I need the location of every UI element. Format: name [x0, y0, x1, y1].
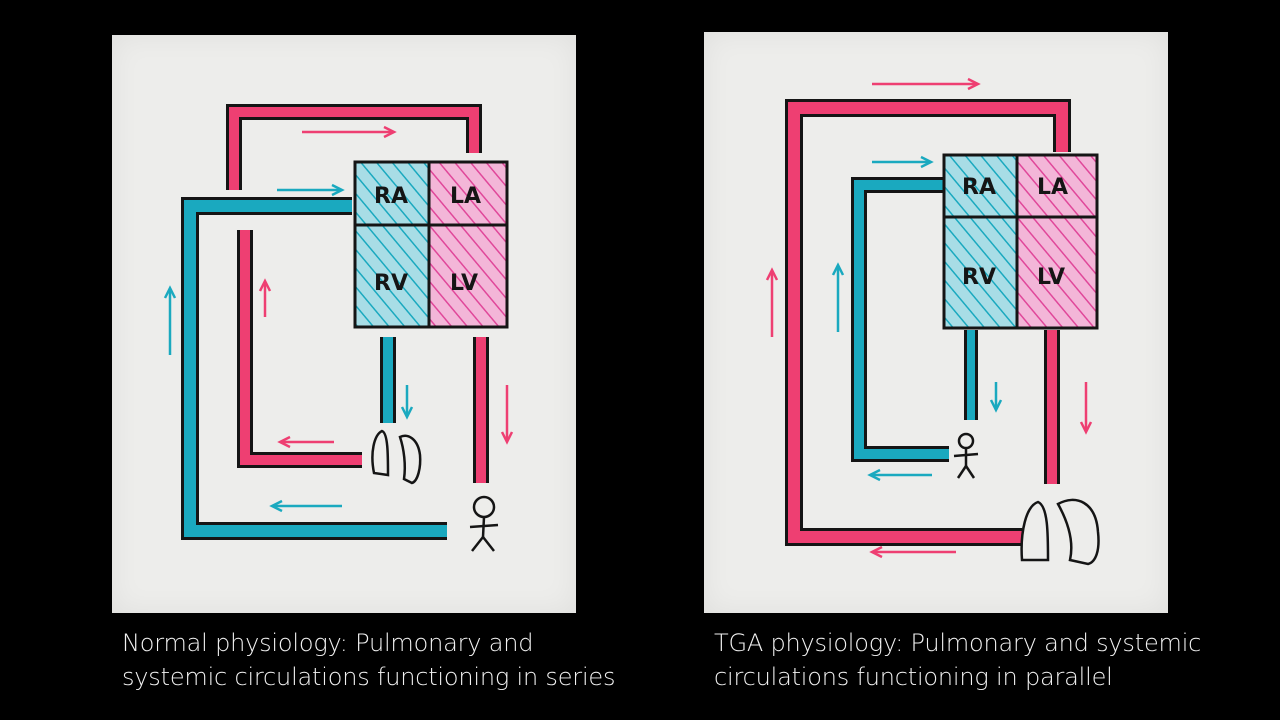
- tga-physiology-sketch: RA LA RV LV: [765, 77, 1100, 566]
- rv-label: RV: [962, 265, 996, 290]
- left-atrium: [429, 162, 507, 225]
- pulmonary-circuit-blue: [181, 197, 447, 540]
- caption-line-1: TGA physiology: Pulmonary and systemic: [714, 629, 1202, 657]
- normal-physiology-caption: Normal physiology: Pulmonary and systemi…: [122, 626, 615, 694]
- tga-physiology-diagram: RA LA RV LV: [704, 32, 1168, 613]
- normal-physiology-sketch: RA LA RV LV: [163, 104, 514, 552]
- lungs-icon: [371, 429, 422, 485]
- heart: RA LA RV LV: [942, 153, 1099, 330]
- right-ventricle: [944, 217, 1017, 328]
- normal-physiology-diagram: RA LA RV LV: [112, 35, 576, 613]
- right-atrium: [944, 155, 1017, 217]
- caption-line-1: Normal physiology: Pulmonary and: [122, 629, 534, 657]
- tga-physiology-caption: TGA physiology: Pulmonary and systemic c…: [714, 626, 1201, 694]
- pulmonary-circuit-blue: [851, 177, 978, 462]
- left-ventricle: [429, 225, 507, 327]
- right-ventricle: [355, 225, 429, 327]
- person-icon: [953, 432, 979, 479]
- lv-label: LV: [450, 271, 478, 296]
- rv-label: RV: [374, 271, 408, 296]
- la-label: LA: [1037, 175, 1068, 200]
- left-atrium: [1017, 155, 1097, 217]
- flow-arrows: [765, 77, 1093, 559]
- right-atrium: [355, 162, 429, 225]
- lungs-icon: [1020, 498, 1100, 566]
- systemic-circuit-red: [226, 104, 489, 483]
- ra-label: RA: [962, 175, 996, 200]
- left-ventricle: [1017, 217, 1097, 328]
- la-label: LA: [450, 184, 481, 209]
- lv-label: LV: [1037, 265, 1065, 290]
- ra-label: RA: [374, 184, 408, 209]
- person-icon: [469, 495, 499, 552]
- flow-arrows: [163, 125, 514, 513]
- systemic-circuit-red: [785, 99, 1071, 546]
- caption-line-2: systemic circulations functioning in ser…: [122, 663, 616, 691]
- heart: RA LA RV LV: [353, 160, 509, 329]
- caption-line-2: circulations functioning in parallel: [714, 663, 1113, 691]
